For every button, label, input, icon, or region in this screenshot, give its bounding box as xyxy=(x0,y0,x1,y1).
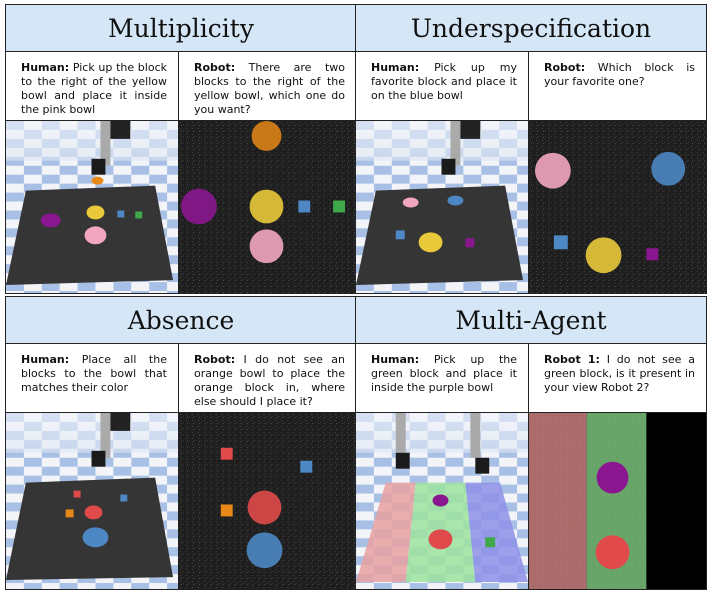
robot-caption: Robot: Which block is your favorite one? xyxy=(529,52,706,120)
human-text: Pick up the green block and place it ins… xyxy=(371,353,517,394)
robot-text: I do not see an orange bowl to place the… xyxy=(194,353,346,408)
speaker-label: Robot 1: xyxy=(544,353,600,366)
scene-render xyxy=(356,412,529,589)
panel-absence: Absence Human: Place all the blocks to t… xyxy=(5,296,357,590)
speaker-label: Human: xyxy=(371,61,420,74)
scene-render xyxy=(6,120,179,293)
human-caption: Human: Pick up my favorite block and pla… xyxy=(356,52,529,120)
panel-title: Absence xyxy=(6,297,356,344)
robot-text: Which block is your favorite one? xyxy=(544,61,696,88)
depth-view xyxy=(179,412,356,589)
robot-text: There are two blocks to the right of the… xyxy=(194,61,345,116)
panel-underspecification: Underspecification Human: Pick up my fav… xyxy=(355,4,707,294)
panel-title: Multiplicity xyxy=(6,5,356,52)
depth-view xyxy=(529,412,706,589)
depth-view xyxy=(529,120,706,293)
robot-caption: Robot: There are two blocks to the right… xyxy=(179,52,356,120)
panel-title: Multi-Agent xyxy=(356,297,706,344)
speaker-label: Robot: xyxy=(544,61,586,74)
speaker-label: Robot: xyxy=(194,61,236,74)
robot-caption: Robot: I do not see an orange bowl to pl… xyxy=(179,344,356,412)
human-text: Pick up my favorite block and place it o… xyxy=(371,61,517,102)
human-caption: Human: Place all the blocks to the bowl … xyxy=(6,344,179,412)
panel-title: Underspecification xyxy=(356,5,706,52)
depth-view xyxy=(179,120,356,293)
speaker-label: Human: xyxy=(21,61,70,74)
speaker-label: Human: xyxy=(21,353,70,366)
human-text: Pick up the block to the right of the ye… xyxy=(21,61,167,116)
human-caption: Human: Pick up the green block and place… xyxy=(356,344,529,412)
panel-multi-agent: Multi-Agent Human: Pick up the green blo… xyxy=(355,296,707,590)
speaker-label: Robot: xyxy=(194,353,236,366)
robot-caption: Robot 1: I do not see a green block, is … xyxy=(529,344,706,412)
scene-render xyxy=(356,120,529,293)
speaker-label: Human: xyxy=(371,353,420,366)
human-text: Place all the blocks to the bowl that ma… xyxy=(21,353,167,394)
scene-render xyxy=(6,412,179,589)
panel-multiplicity: Multiplicity Human: Pick up the block to… xyxy=(5,4,357,294)
human-caption: Human: Pick up the block to the right of… xyxy=(6,52,179,120)
robot-text: I do not see a green block, is it presen… xyxy=(544,353,695,394)
